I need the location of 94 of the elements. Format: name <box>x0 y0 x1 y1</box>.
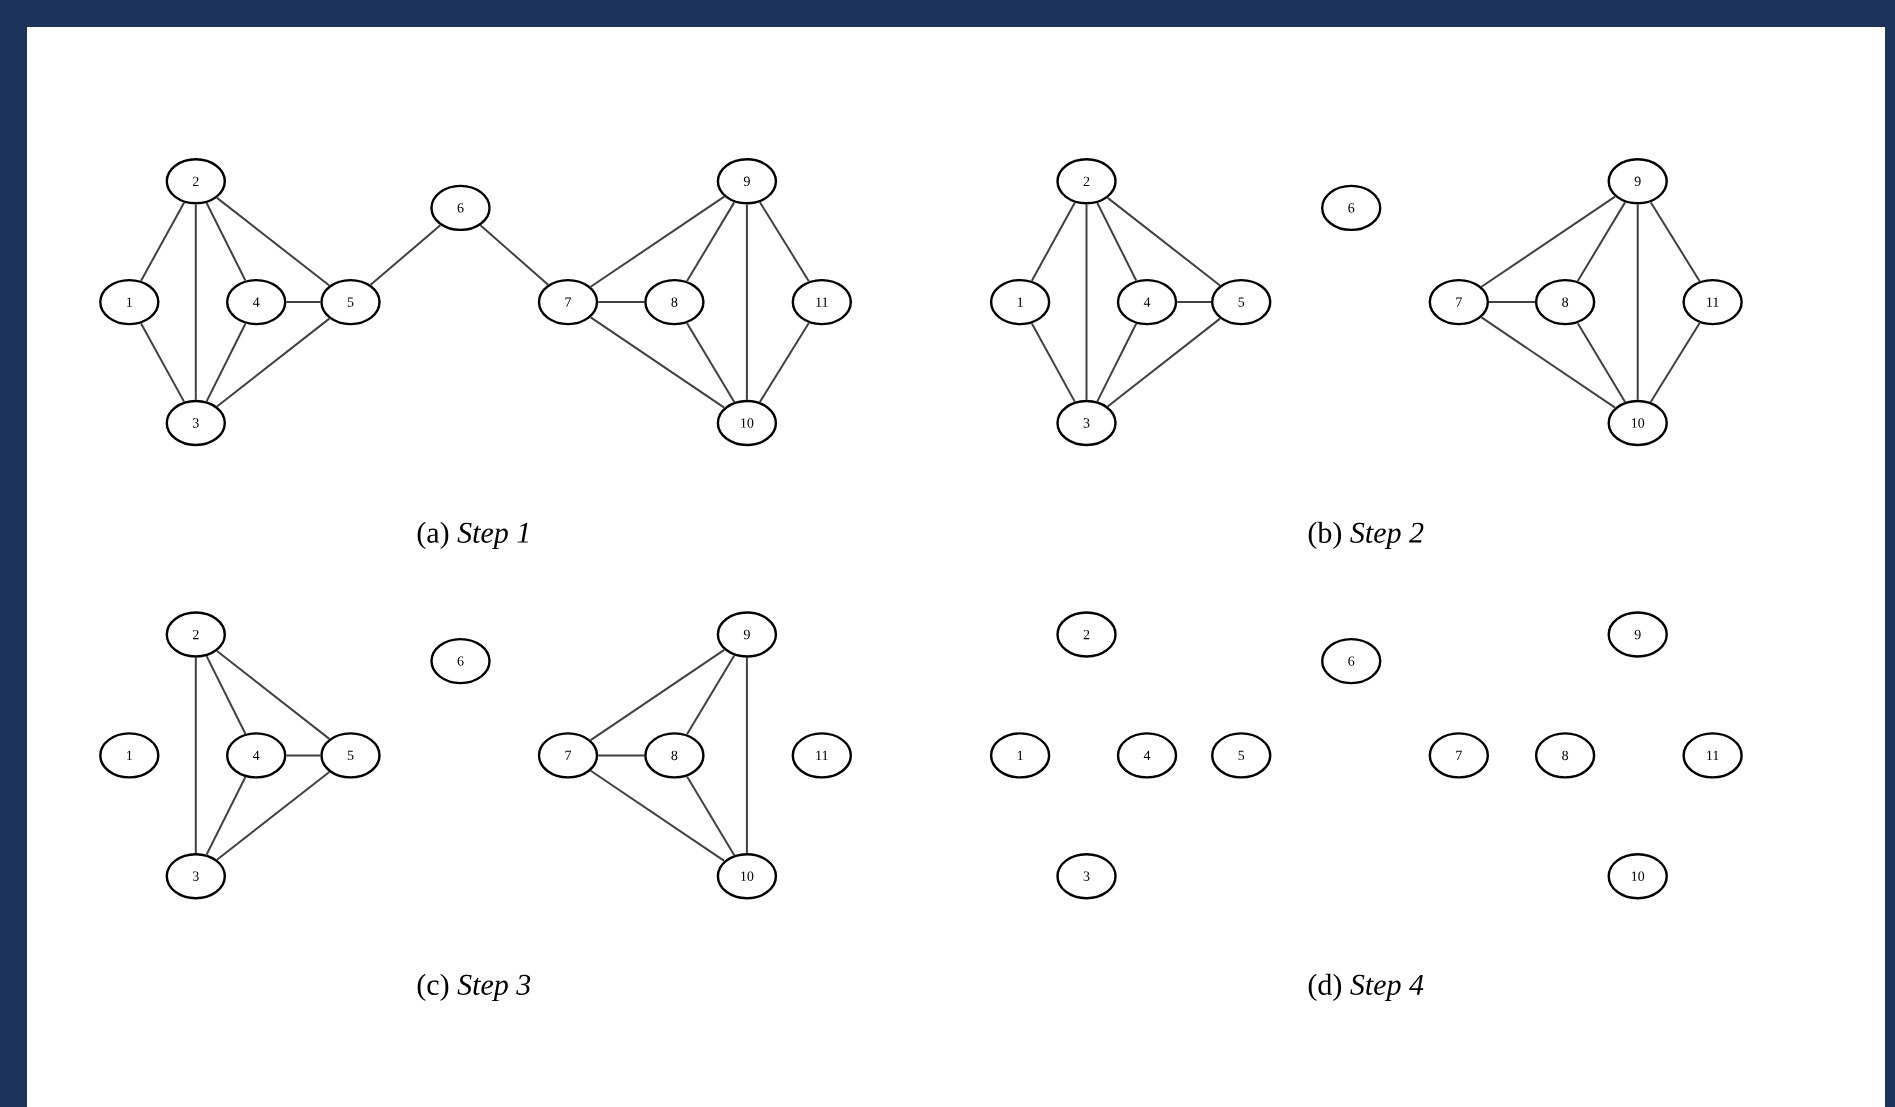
edge-line <box>1649 322 1701 404</box>
edge-line <box>215 317 331 408</box>
edge-line <box>686 654 736 736</box>
edge-line <box>1576 322 1627 403</box>
graph-node: 2 <box>165 158 226 205</box>
graph-node: 5 <box>320 278 381 326</box>
graph-node: 1 <box>99 278 160 326</box>
graph-node: 10 <box>716 399 778 447</box>
graph-node: 10 <box>716 853 778 900</box>
edge-line <box>1488 301 1536 304</box>
edge-line <box>194 203 197 401</box>
graph-node: 5 <box>320 732 381 779</box>
edge-line <box>1636 203 1639 401</box>
graph-node: 3 <box>165 853 226 900</box>
edge-line <box>216 770 331 861</box>
edge-line <box>205 776 247 856</box>
graph-node: 11 <box>791 278 852 326</box>
edge-line <box>285 754 322 757</box>
graph-node: 3 <box>165 399 226 447</box>
graph-node: 7 <box>1428 732 1489 779</box>
edge-line <box>589 648 726 742</box>
edge-line <box>745 203 748 401</box>
edge-line <box>686 322 736 403</box>
edge-line <box>140 322 186 403</box>
edge-line <box>589 316 726 409</box>
edge-line <box>479 224 550 286</box>
edge-line <box>1096 201 1138 282</box>
edge-line <box>1030 201 1076 282</box>
graph-node: 6 <box>1321 637 1382 685</box>
graph-node: 4 <box>1116 732 1178 779</box>
graph-node: 3 <box>1056 399 1117 447</box>
edge-line <box>589 769 726 862</box>
graph-node: 7 <box>537 278 599 326</box>
edge-line <box>686 775 736 857</box>
edge-line <box>285 301 322 304</box>
edge-line <box>205 201 247 282</box>
edge-line <box>686 201 736 283</box>
edge-line <box>597 301 646 304</box>
edge-line <box>194 656 197 854</box>
edge-line <box>745 656 748 854</box>
subfigure-caption: (a) Step 1 <box>417 521 529 549</box>
edge-line <box>215 650 331 740</box>
graph-node: 8 <box>644 732 705 779</box>
graph-node: 9 <box>1607 611 1668 658</box>
graph-node: 11 <box>791 732 852 779</box>
graph-node: 6 <box>1321 184 1382 232</box>
edge-line <box>758 322 810 404</box>
graph-node: 4 <box>226 278 287 326</box>
graph-node: 7 <box>1428 278 1489 326</box>
graph-node: 10 <box>1607 853 1668 900</box>
edge-line <box>369 224 442 286</box>
graph-node: 7 <box>537 732 599 779</box>
graph-node: 5 <box>1211 732 1272 779</box>
edge-line <box>1030 322 1076 403</box>
graph-node: 10 <box>1607 399 1668 447</box>
graph-node: 4 <box>1116 278 1178 326</box>
graph-node: 1 <box>989 732 1051 779</box>
edge-line <box>1106 317 1222 408</box>
edge-line <box>1106 196 1222 287</box>
graph-node: 6 <box>430 184 491 232</box>
graph-node: 4 <box>226 732 287 779</box>
edge-line <box>205 322 247 403</box>
graph-node: 6 <box>430 637 491 685</box>
edge-line <box>1649 201 1701 283</box>
graph-node: 1 <box>99 732 160 779</box>
graph-node: 8 <box>1534 732 1596 779</box>
graph-node: 11 <box>1682 278 1743 326</box>
edge-line <box>1576 201 1627 283</box>
edge-line <box>1085 203 1088 401</box>
edge-line <box>758 201 810 283</box>
graph-node: 9 <box>716 611 778 658</box>
subfigure-caption: (d) Step 4 <box>1308 973 1424 1001</box>
subfigure-caption: (b) Step 2 <box>1308 521 1424 549</box>
graph-node: 3 <box>1056 853 1117 900</box>
edge-line <box>1480 316 1617 409</box>
graph-node: 8 <box>1534 278 1596 326</box>
edge-line <box>1480 195 1617 288</box>
edge-line <box>216 196 331 287</box>
graph-node: 2 <box>1056 611 1117 658</box>
subfigure-caption: (c) Step 3 <box>417 973 531 1001</box>
graph-node: 9 <box>1607 158 1668 205</box>
graph-node: 2 <box>165 611 226 658</box>
edge-line <box>1176 301 1212 304</box>
graph-node: 2 <box>1056 158 1117 205</box>
graph-node: 8 <box>644 278 705 326</box>
graph-node: 5 <box>1211 278 1272 326</box>
graph-node: 11 <box>1682 732 1743 779</box>
edge-line <box>140 201 186 282</box>
graph-node: 1 <box>989 278 1051 326</box>
edge-line <box>205 655 247 735</box>
edge-line <box>1096 322 1138 403</box>
graph-node: 9 <box>716 158 778 205</box>
edge-line <box>597 754 646 757</box>
edge-line <box>589 195 726 288</box>
